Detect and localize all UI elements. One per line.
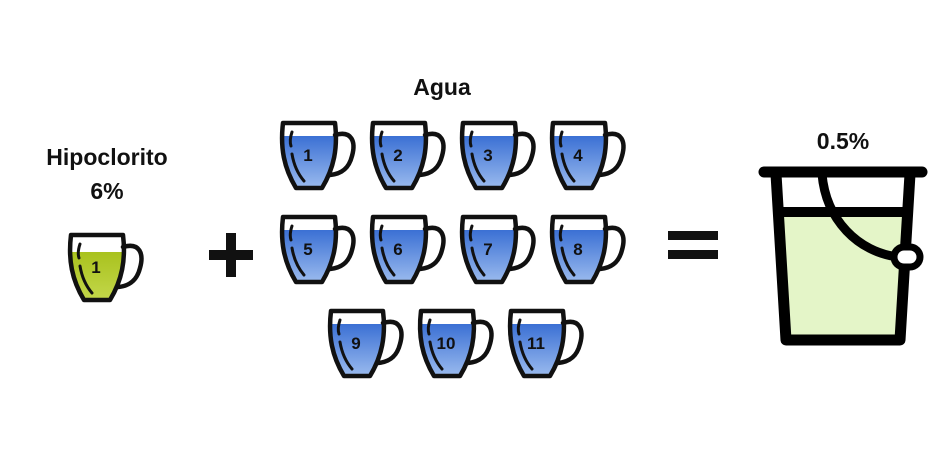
water-cup: 3 <box>458 118 538 194</box>
cup-icon <box>327 308 404 379</box>
cup-icon <box>417 308 494 379</box>
cup-icon <box>549 214 626 285</box>
equals-icon <box>668 228 718 267</box>
result-concentration: 0.5% <box>816 128 870 154</box>
cup-icon <box>279 120 356 191</box>
bucket-icon <box>758 160 928 355</box>
cup-number: 5 <box>303 240 313 259</box>
cup-number: 1 <box>91 258 101 277</box>
water-cup: 9 <box>326 306 406 382</box>
cup-icon <box>279 214 356 285</box>
hypochlorite-cup: 1 <box>66 230 146 306</box>
cup-number: 4 <box>573 146 583 165</box>
cup-icon <box>369 120 446 191</box>
cup-icon <box>67 232 144 303</box>
cup-icon <box>369 214 446 285</box>
cup-number: 8 <box>573 240 583 259</box>
cup-number: 9 <box>351 334 361 353</box>
hypochlorite-label: Hipoclorito <box>46 144 168 170</box>
cup-icon <box>459 120 536 191</box>
water-cup: 5 <box>278 212 358 288</box>
plus-icon <box>207 231 255 284</box>
water-cup: 6 <box>368 212 448 288</box>
water-cup: 7 <box>458 212 538 288</box>
water-cup: 11 <box>506 306 586 382</box>
water-cup: 1 <box>278 118 358 194</box>
cup-number: 10 <box>436 334 456 353</box>
water-label: Agua <box>413 74 471 100</box>
water-cup: 2 <box>368 118 448 194</box>
cup-number: 11 <box>527 334 545 353</box>
cup-number: 6 <box>393 240 403 259</box>
cup-icon <box>507 308 584 379</box>
cup-number: 3 <box>483 146 493 165</box>
hypochlorite-concentration: 6% <box>90 178 124 204</box>
cup-number: 1 <box>303 146 313 165</box>
cup-number: 2 <box>393 146 403 165</box>
cup-number: 7 <box>483 240 493 259</box>
water-cup: 10 <box>416 306 496 382</box>
cup-icon <box>459 214 536 285</box>
cup-icon <box>549 120 626 191</box>
water-cup: 8 <box>548 212 628 288</box>
water-cup: 4 <box>548 118 628 194</box>
